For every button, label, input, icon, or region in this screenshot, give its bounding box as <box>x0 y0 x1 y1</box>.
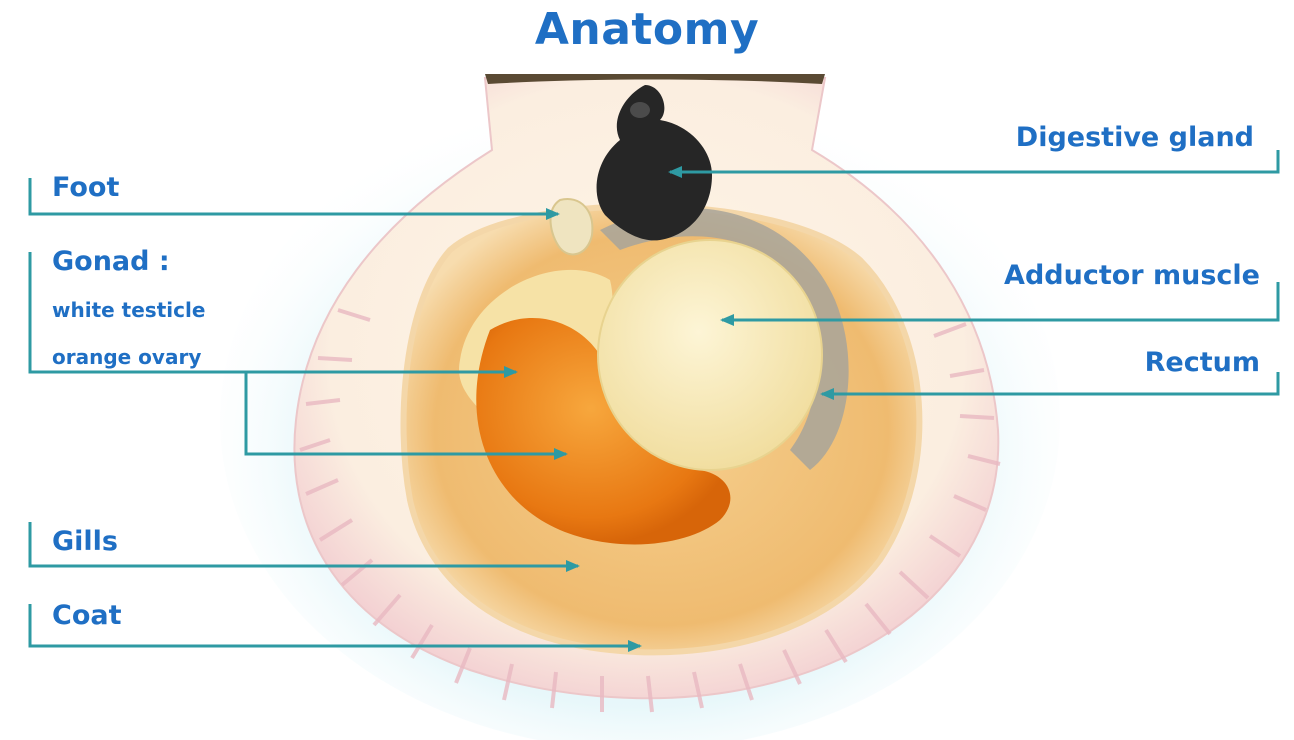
label-gonad-white: white testicle <box>52 298 205 322</box>
label-adductor-muscle: Adductor muscle <box>1004 260 1260 292</box>
label-gonad-orange: orange ovary <box>52 345 201 369</box>
label-gills: Gills <box>52 526 118 558</box>
adductor-muscle <box>598 240 822 470</box>
label-gonad: Gonad : <box>52 246 170 278</box>
page-title: Anatomy <box>0 4 1294 55</box>
label-foot: Foot <box>52 172 119 204</box>
label-coat: Coat <box>52 600 122 632</box>
label-digestive-gland: Digestive gland <box>1016 122 1254 154</box>
label-rectum: Rectum <box>1145 347 1260 379</box>
